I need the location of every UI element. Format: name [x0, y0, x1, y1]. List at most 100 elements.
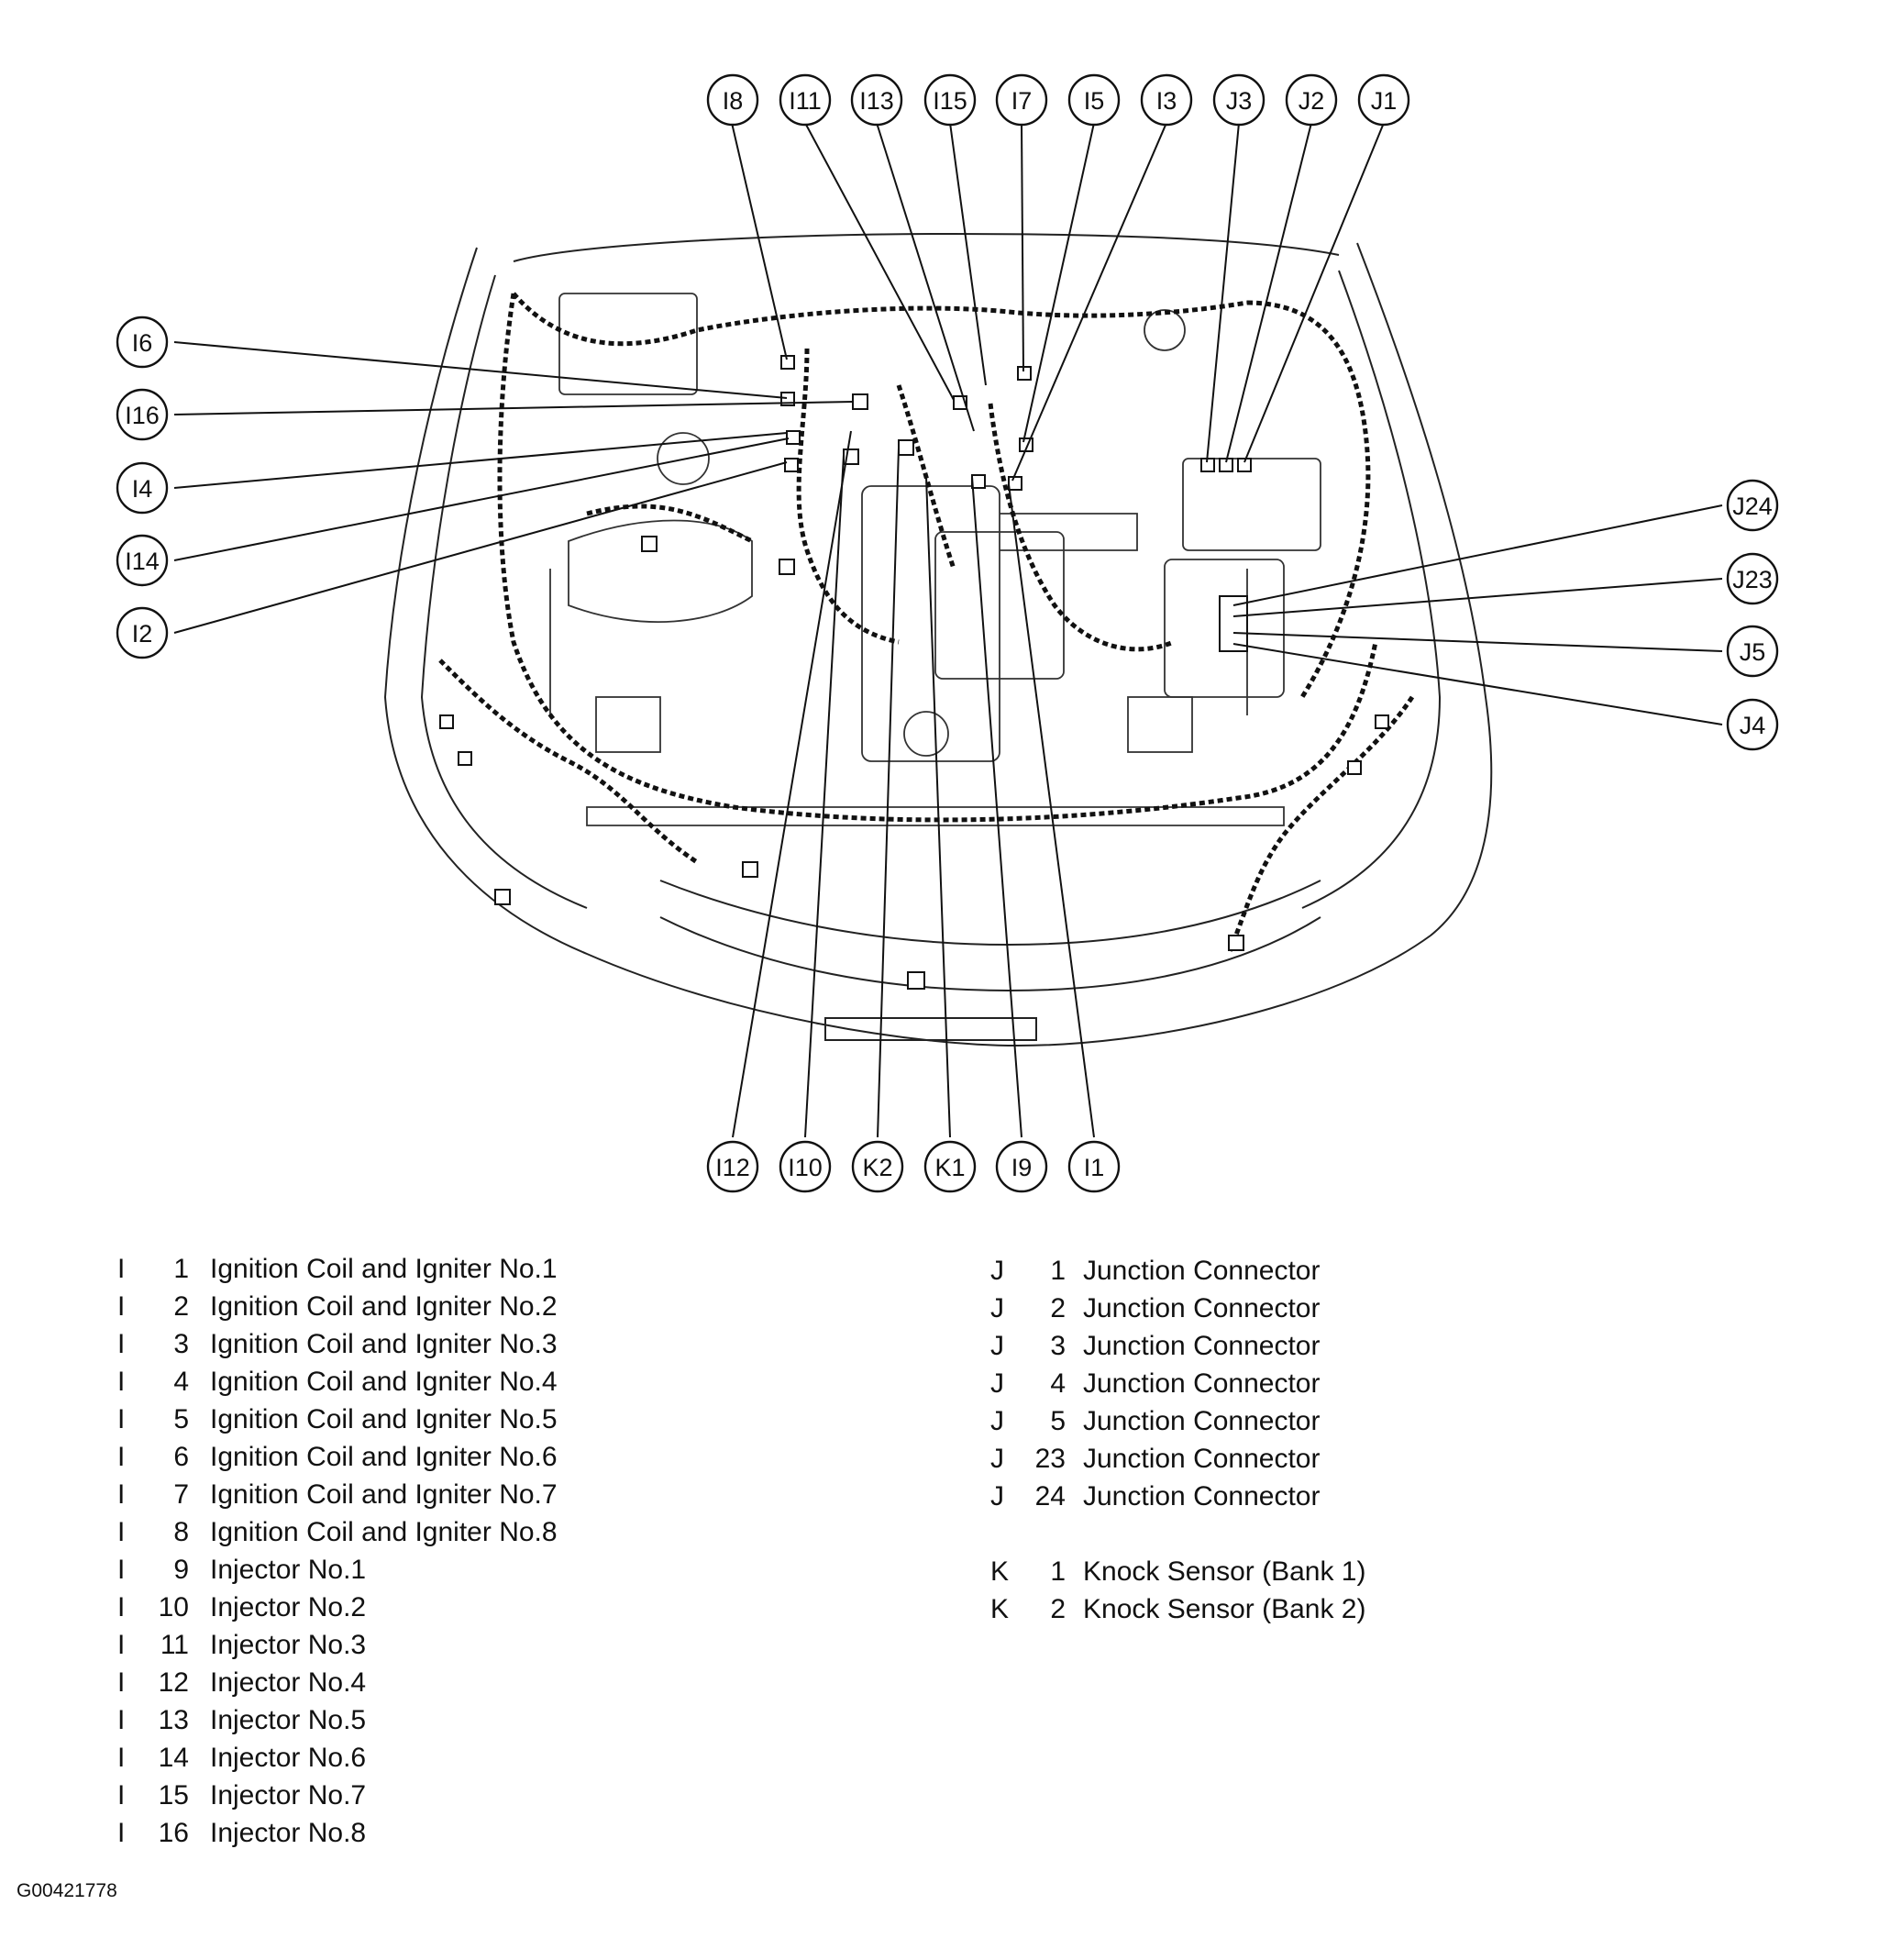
legend-code-letter: J [990, 1444, 1004, 1474]
callout-label: I15 [933, 87, 967, 115]
legend-code-number: 11 [160, 1630, 189, 1660]
callout-circle [995, 1140, 1048, 1193]
callout-circle [116, 461, 169, 515]
callout-label: I3 [1156, 87, 1177, 115]
legend-description: Junction Connector [1083, 1444, 1321, 1474]
callout-label: I8 [723, 87, 744, 115]
callout-circle [1726, 625, 1779, 678]
legend-code-letter: I [117, 1442, 126, 1472]
callout-label: J1 [1371, 87, 1398, 115]
legend-code-number: 16 [158, 1818, 189, 1848]
callout-j3: J3 [1212, 73, 1265, 127]
legend-code-number: 10 [158, 1592, 189, 1622]
callout-label: I14 [125, 548, 160, 575]
legend-description: Injector No.6 [210, 1743, 367, 1773]
callouts-bottom: I12 I10 K2 K1 I9 I1 [706, 1140, 1121, 1193]
legend-code-number: 1 [1050, 1556, 1066, 1587]
callout-circle [116, 316, 169, 369]
callout-label: I1 [1084, 1154, 1105, 1181]
callout-circle [850, 73, 903, 127]
legend-description: Ignition Coil and Igniter No.1 [210, 1254, 558, 1284]
callout-label: K2 [862, 1154, 892, 1181]
legend-code-number: 8 [173, 1517, 189, 1547]
legend-description: Junction Connector [1083, 1256, 1321, 1286]
callout-i9: I9 [995, 1140, 1048, 1193]
legend-description: Junction Connector [1083, 1331, 1321, 1361]
callout-i5: I5 [1067, 73, 1121, 127]
legend-code-number: 9 [173, 1555, 189, 1585]
callout-circle [706, 73, 759, 127]
legend-code-number: 12 [158, 1667, 189, 1698]
callouts-top: I8 I11 I13 I15 I7 I5 I3 J3 J2 J1 [706, 73, 1410, 127]
legend-description: Injector No.5 [210, 1705, 367, 1735]
legend-code-letter: I [117, 1705, 126, 1735]
legend-code-number: 5 [173, 1404, 189, 1434]
legend-code-letter: I [117, 1743, 126, 1773]
legend-code-letter: I [117, 1367, 126, 1397]
callout-label: I4 [132, 475, 153, 503]
callout-i3: I3 [1140, 73, 1193, 127]
legend-code-letter: J [990, 1256, 1004, 1286]
legend-code-letter: K [990, 1594, 1010, 1624]
callout-i15: I15 [923, 73, 977, 127]
callout-label: I7 [1011, 87, 1033, 115]
callout-circle [779, 1140, 832, 1193]
legend-description: Injector No.7 [210, 1780, 367, 1811]
legend-code-letter: I [117, 1479, 126, 1510]
legend-code-letter: I [117, 1555, 126, 1585]
legend-code-letter: I [117, 1517, 126, 1547]
legend-description: Ignition Coil and Igniter No.3 [210, 1329, 558, 1359]
wire-harness [438, 292, 1415, 955]
legend-code-letter: J [990, 1368, 1004, 1399]
legend-description: Knock Sensor (Bank 2) [1083, 1594, 1366, 1624]
legend-code-number: 1 [1050, 1256, 1066, 1286]
legend-code-number: 3 [1050, 1331, 1066, 1361]
callout-circle [116, 388, 169, 441]
callout-label: I12 [715, 1154, 750, 1181]
callout-label: I11 [789, 87, 822, 115]
legend-code-letter: J [990, 1481, 1004, 1512]
callout-label: I2 [132, 620, 153, 648]
callout-circle [779, 73, 832, 127]
legend-code-letter: J [990, 1293, 1004, 1323]
callout-i12: I12 [706, 1140, 759, 1193]
legend-code-number: 4 [173, 1367, 189, 1397]
callout-circle [851, 1140, 904, 1193]
legend-description: Injector No.1 [210, 1555, 367, 1585]
callout-label: I16 [125, 402, 160, 429]
callout-label: J2 [1299, 87, 1325, 115]
callout-circle [1212, 73, 1265, 127]
callout-i13: I13 [850, 73, 903, 127]
legend-code-letter: I [117, 1329, 126, 1359]
legend-description: Injector No.2 [210, 1592, 367, 1622]
legend-code-number: 13 [158, 1705, 189, 1735]
callout-circle [923, 1140, 977, 1193]
callout-j5: J5 [1726, 625, 1779, 678]
callout-k1: K1 [923, 1140, 977, 1193]
legend-code-letter: I [117, 1667, 126, 1698]
legend-code-number: 5 [1050, 1406, 1066, 1436]
callout-i11: I11 [779, 73, 832, 127]
callout-circle [116, 606, 169, 659]
legend-code-number: 14 [158, 1743, 189, 1773]
legend-code-letter: I [117, 1818, 126, 1848]
callout-i10: I10 [779, 1140, 832, 1193]
callout-i7: I7 [995, 73, 1048, 127]
callout-circle [1357, 73, 1410, 127]
legend-i-row: I 12 Injector No.4 [117, 1664, 759, 1701]
callout-i14: I14 [116, 534, 169, 587]
callout-circle [116, 534, 169, 587]
legend-description: Injector No.4 [210, 1667, 367, 1698]
callout-label: I10 [788, 1154, 823, 1181]
